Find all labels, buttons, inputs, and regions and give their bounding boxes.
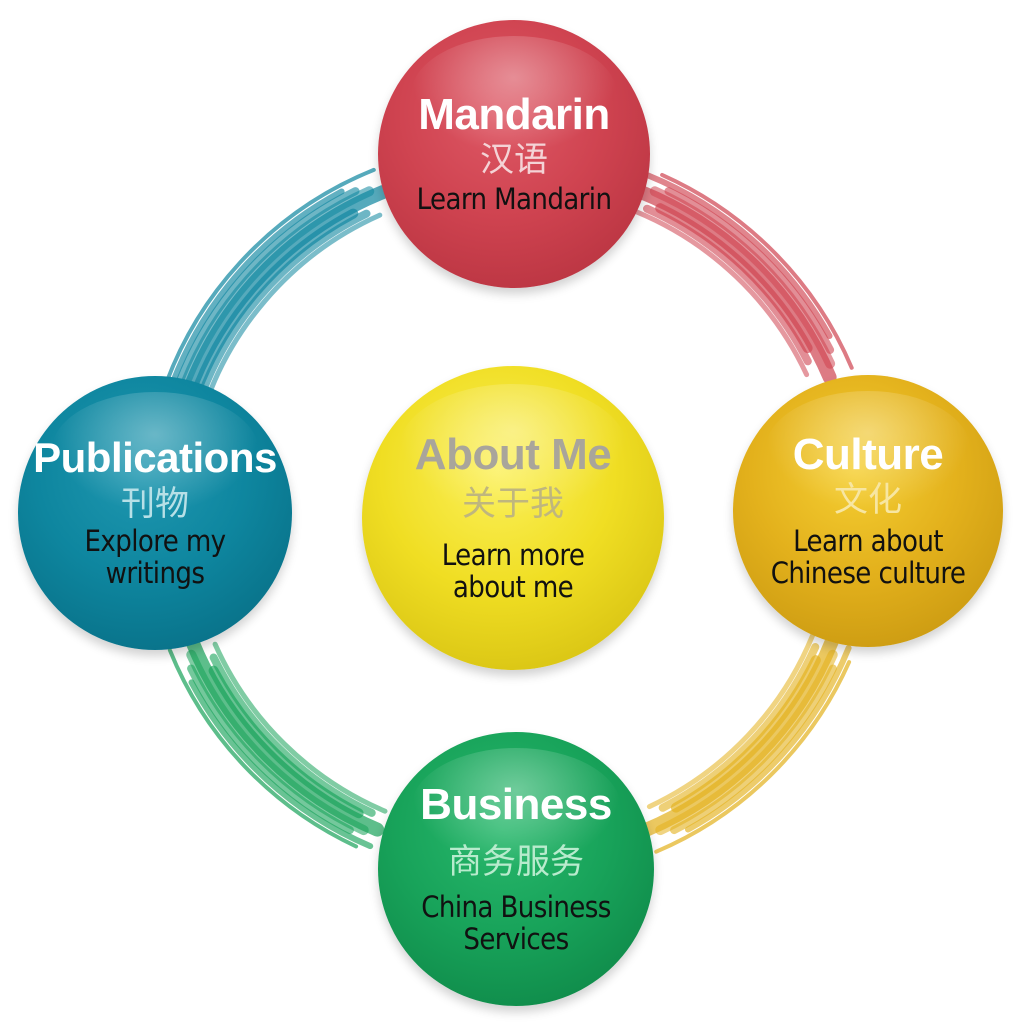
publications-circle-button[interactable]: Publications 刊物 Explore my writings — [18, 376, 292, 650]
culture-subtitle-line1: Learn about — [793, 524, 943, 559]
business-circle-button[interactable]: Business 商务服务 China Business Services — [378, 732, 654, 1006]
brush-stroke-gold — [639, 631, 852, 854]
mandarin-title: Mandarin — [418, 90, 610, 140]
brush-stroke-green — [167, 634, 388, 850]
brush-bristle — [209, 653, 376, 817]
business-subtitle-line2: Services — [463, 922, 569, 957]
brush-bristle — [631, 208, 810, 378]
mandarin-subtitle: Learn Mandarin — [416, 182, 612, 217]
brush-bristle — [212, 641, 388, 814]
brush-bristle — [655, 203, 813, 354]
brush-bristle — [170, 187, 360, 400]
mandarin-circle-button[interactable]: Mandarin 汉语 Learn Mandarin — [378, 20, 650, 288]
brush-bristle — [660, 172, 854, 370]
brush-bristle — [645, 172, 833, 339]
brush-bristle — [188, 679, 374, 850]
business-subtitle-line1: China Business — [421, 890, 611, 925]
brush-bristle — [658, 643, 820, 812]
publications-subtitle-line2: writings — [105, 556, 205, 591]
brush-bristle — [646, 631, 816, 810]
brush-bristle — [208, 665, 364, 819]
brush-bristle — [649, 186, 836, 369]
brush-bristle — [634, 185, 837, 385]
brush-stroke-red — [631, 172, 854, 385]
about-me-subtitle-line2: about me — [452, 570, 574, 605]
brush-bristle — [670, 664, 837, 835]
brush-bristle — [171, 186, 375, 415]
brush-bristle — [655, 649, 838, 836]
brush-bristle — [186, 649, 369, 836]
brush-bristle — [643, 204, 812, 366]
brush-bristle — [654, 660, 852, 854]
brush-bristle — [167, 648, 359, 849]
about-me-title: About Me — [414, 430, 612, 480]
brush-bristle — [185, 634, 385, 837]
brush-bristle — [685, 645, 852, 833]
culture-subtitle-line2: Chinese culture — [770, 556, 966, 591]
about-me-subtitle-line1: Learn more — [441, 538, 585, 573]
culture-circle-button[interactable]: Culture 文化 Learn about Chinese culture — [733, 375, 1003, 647]
business-title: Business — [420, 780, 612, 830]
about-me-circle-button[interactable]: About Me 关于我 Learn more about me — [362, 366, 664, 670]
brush-bristle — [187, 664, 354, 835]
brush-bristle — [664, 187, 835, 354]
business-chinese-label: 商务服务 — [448, 842, 584, 883]
brush-bristle — [639, 634, 839, 837]
brush-bristle — [187, 208, 359, 407]
publications-chinese-label: 刊物 — [121, 484, 189, 525]
mandarin-chinese-label: 汉语 — [480, 140, 548, 181]
about-me-chinese-label: 关于我 — [462, 484, 564, 525]
publications-title: Publications — [33, 434, 277, 482]
culture-chinese-label: 文化 — [834, 480, 902, 521]
publications-subtitle-line1: Explore my — [84, 523, 227, 558]
brush-bristle — [190, 209, 371, 419]
culture-title: Culture — [792, 430, 944, 480]
brush-bristle — [670, 655, 821, 813]
brush-bristle — [157, 167, 376, 407]
